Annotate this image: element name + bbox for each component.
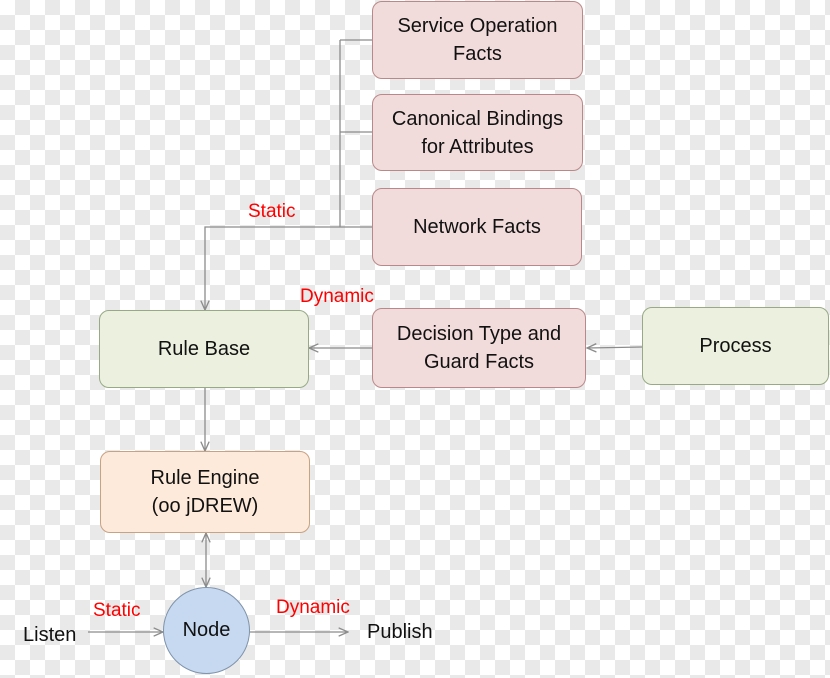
rule-engine-label: Rule Engine (oo jDREW)	[150, 467, 260, 517]
service-operation-facts-label: Service Operation Facts	[397, 15, 558, 65]
decision-type-guard-facts-label: Decision Type and Guard Facts	[396, 323, 562, 373]
static-label-top: Static	[248, 201, 296, 222]
rule-base-label: Rule Base	[157, 338, 251, 360]
node-circle: Node	[163, 587, 250, 674]
service-operation-facts-box: Service Operation Facts	[372, 1, 583, 79]
static-arrow-to-rule-base	[205, 226, 340, 310]
process-to-decision-arrow	[587, 347, 643, 348]
node-label: Node	[182, 619, 231, 641]
decision-type-guard-facts-box: Decision Type and Guard Facts	[372, 308, 586, 388]
process-label: Process	[699, 335, 772, 357]
dynamic-label-bottom: Dynamic	[276, 597, 350, 618]
rule-engine-box: Rule Engine (oo jDREW)	[100, 451, 310, 533]
publish-label: Publish	[367, 621, 433, 643]
dynamic-label-mid: Dynamic	[300, 286, 374, 307]
canonical-bindings-box: Canonical Bindings for Attributes	[372, 94, 583, 171]
process-box: Process	[642, 307, 829, 385]
rule-base-box: Rule Base	[99, 310, 309, 388]
canonical-bindings-label: Canonical Bindings for Attributes	[391, 107, 564, 158]
static-label-bottom: Static	[93, 600, 141, 621]
network-facts-label: Network Facts	[413, 216, 541, 238]
listen-label: Listen	[23, 624, 77, 646]
network-facts-box: Network Facts	[372, 188, 582, 266]
